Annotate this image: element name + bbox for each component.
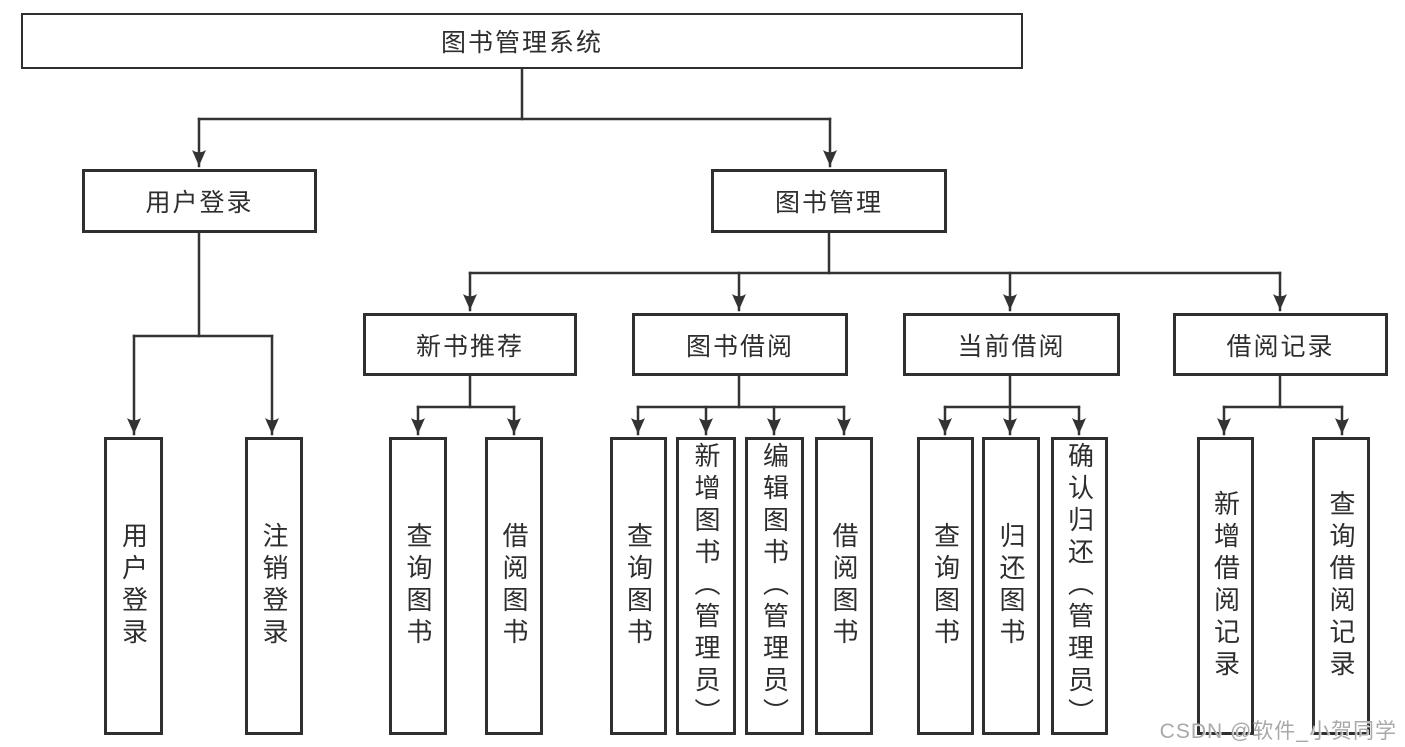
leaf-recommend-query-books-label: 查询图书 [403,522,433,650]
node-current-borrow-label: 当前借阅 [957,332,1066,361]
leaf-add-books-admin: 新增图书（管理员） [676,437,736,735]
node-user-login: 用户登录 [82,169,317,233]
node-new-book-recommend: 新书推荐 [363,313,577,376]
leaf-confirm-return-admin: 确认归还（管理员） [1051,437,1108,735]
node-borrow-records: 借阅记录 [1173,313,1388,376]
node-root: 图书管理系统 [21,13,1023,69]
leaf-confirm-return-admin-label: 确认归还（管理员） [1064,442,1095,730]
leaf-borrow-query-books: 查询图书 [610,437,667,735]
leaf-return-books: 归还图书 [982,437,1040,735]
leaf-borrow-query-books-label: 查询图书 [623,522,654,650]
node-current-borrow: 当前借阅 [903,313,1120,376]
leaf-user-login-label: 用户登录 [118,522,149,650]
leaf-add-books-admin-label: 新增图书（管理员） [691,442,721,730]
node-root-label: 图书管理系统 [440,29,603,57]
leaf-recommend-borrow-books: 借阅图书 [485,437,543,735]
leaf-recommend-borrow-books-label: 借阅图书 [499,522,529,650]
leaf-edit-books-admin: 编辑图书（管理员） [745,437,804,735]
leaf-add-borrow-record-label: 新增借阅记录 [1210,490,1241,682]
leaf-logout-label: 注销登录 [259,522,289,650]
leaf-recommend-query-books: 查询图书 [389,437,447,735]
leaf-borrow-books-label: 借阅图书 [829,522,859,650]
node-user-login-label: 用户登录 [145,189,254,217]
leaf-logout: 注销登录 [245,437,303,735]
node-book-management: 图书管理 [711,169,947,233]
leaf-query-borrow-record-label: 查询借阅记录 [1326,490,1356,682]
node-book-borrow-label: 图书借阅 [685,332,794,361]
node-new-book-recommend-label: 新书推荐 [415,332,524,361]
leaf-borrow-books: 借阅图书 [815,437,873,735]
node-book-management-label: 图书管理 [774,189,883,217]
node-book-borrow: 图书借阅 [632,313,848,376]
csdn-watermark: CSDN @软件_小贺同学 [1159,720,1397,743]
leaf-return-books-label: 归还图书 [996,522,1026,650]
node-borrow-records-label: 借阅记录 [1226,332,1335,361]
leaf-current-query-books-label: 查询图书 [930,522,961,650]
leaf-user-login: 用户登录 [104,437,163,735]
leaf-add-borrow-record: 新增借阅记录 [1197,437,1254,735]
leaf-edit-books-admin-label: 编辑图书（管理员） [759,442,790,730]
leaf-current-query-books: 查询图书 [917,437,974,735]
leaf-query-borrow-record: 查询借阅记录 [1312,437,1370,735]
